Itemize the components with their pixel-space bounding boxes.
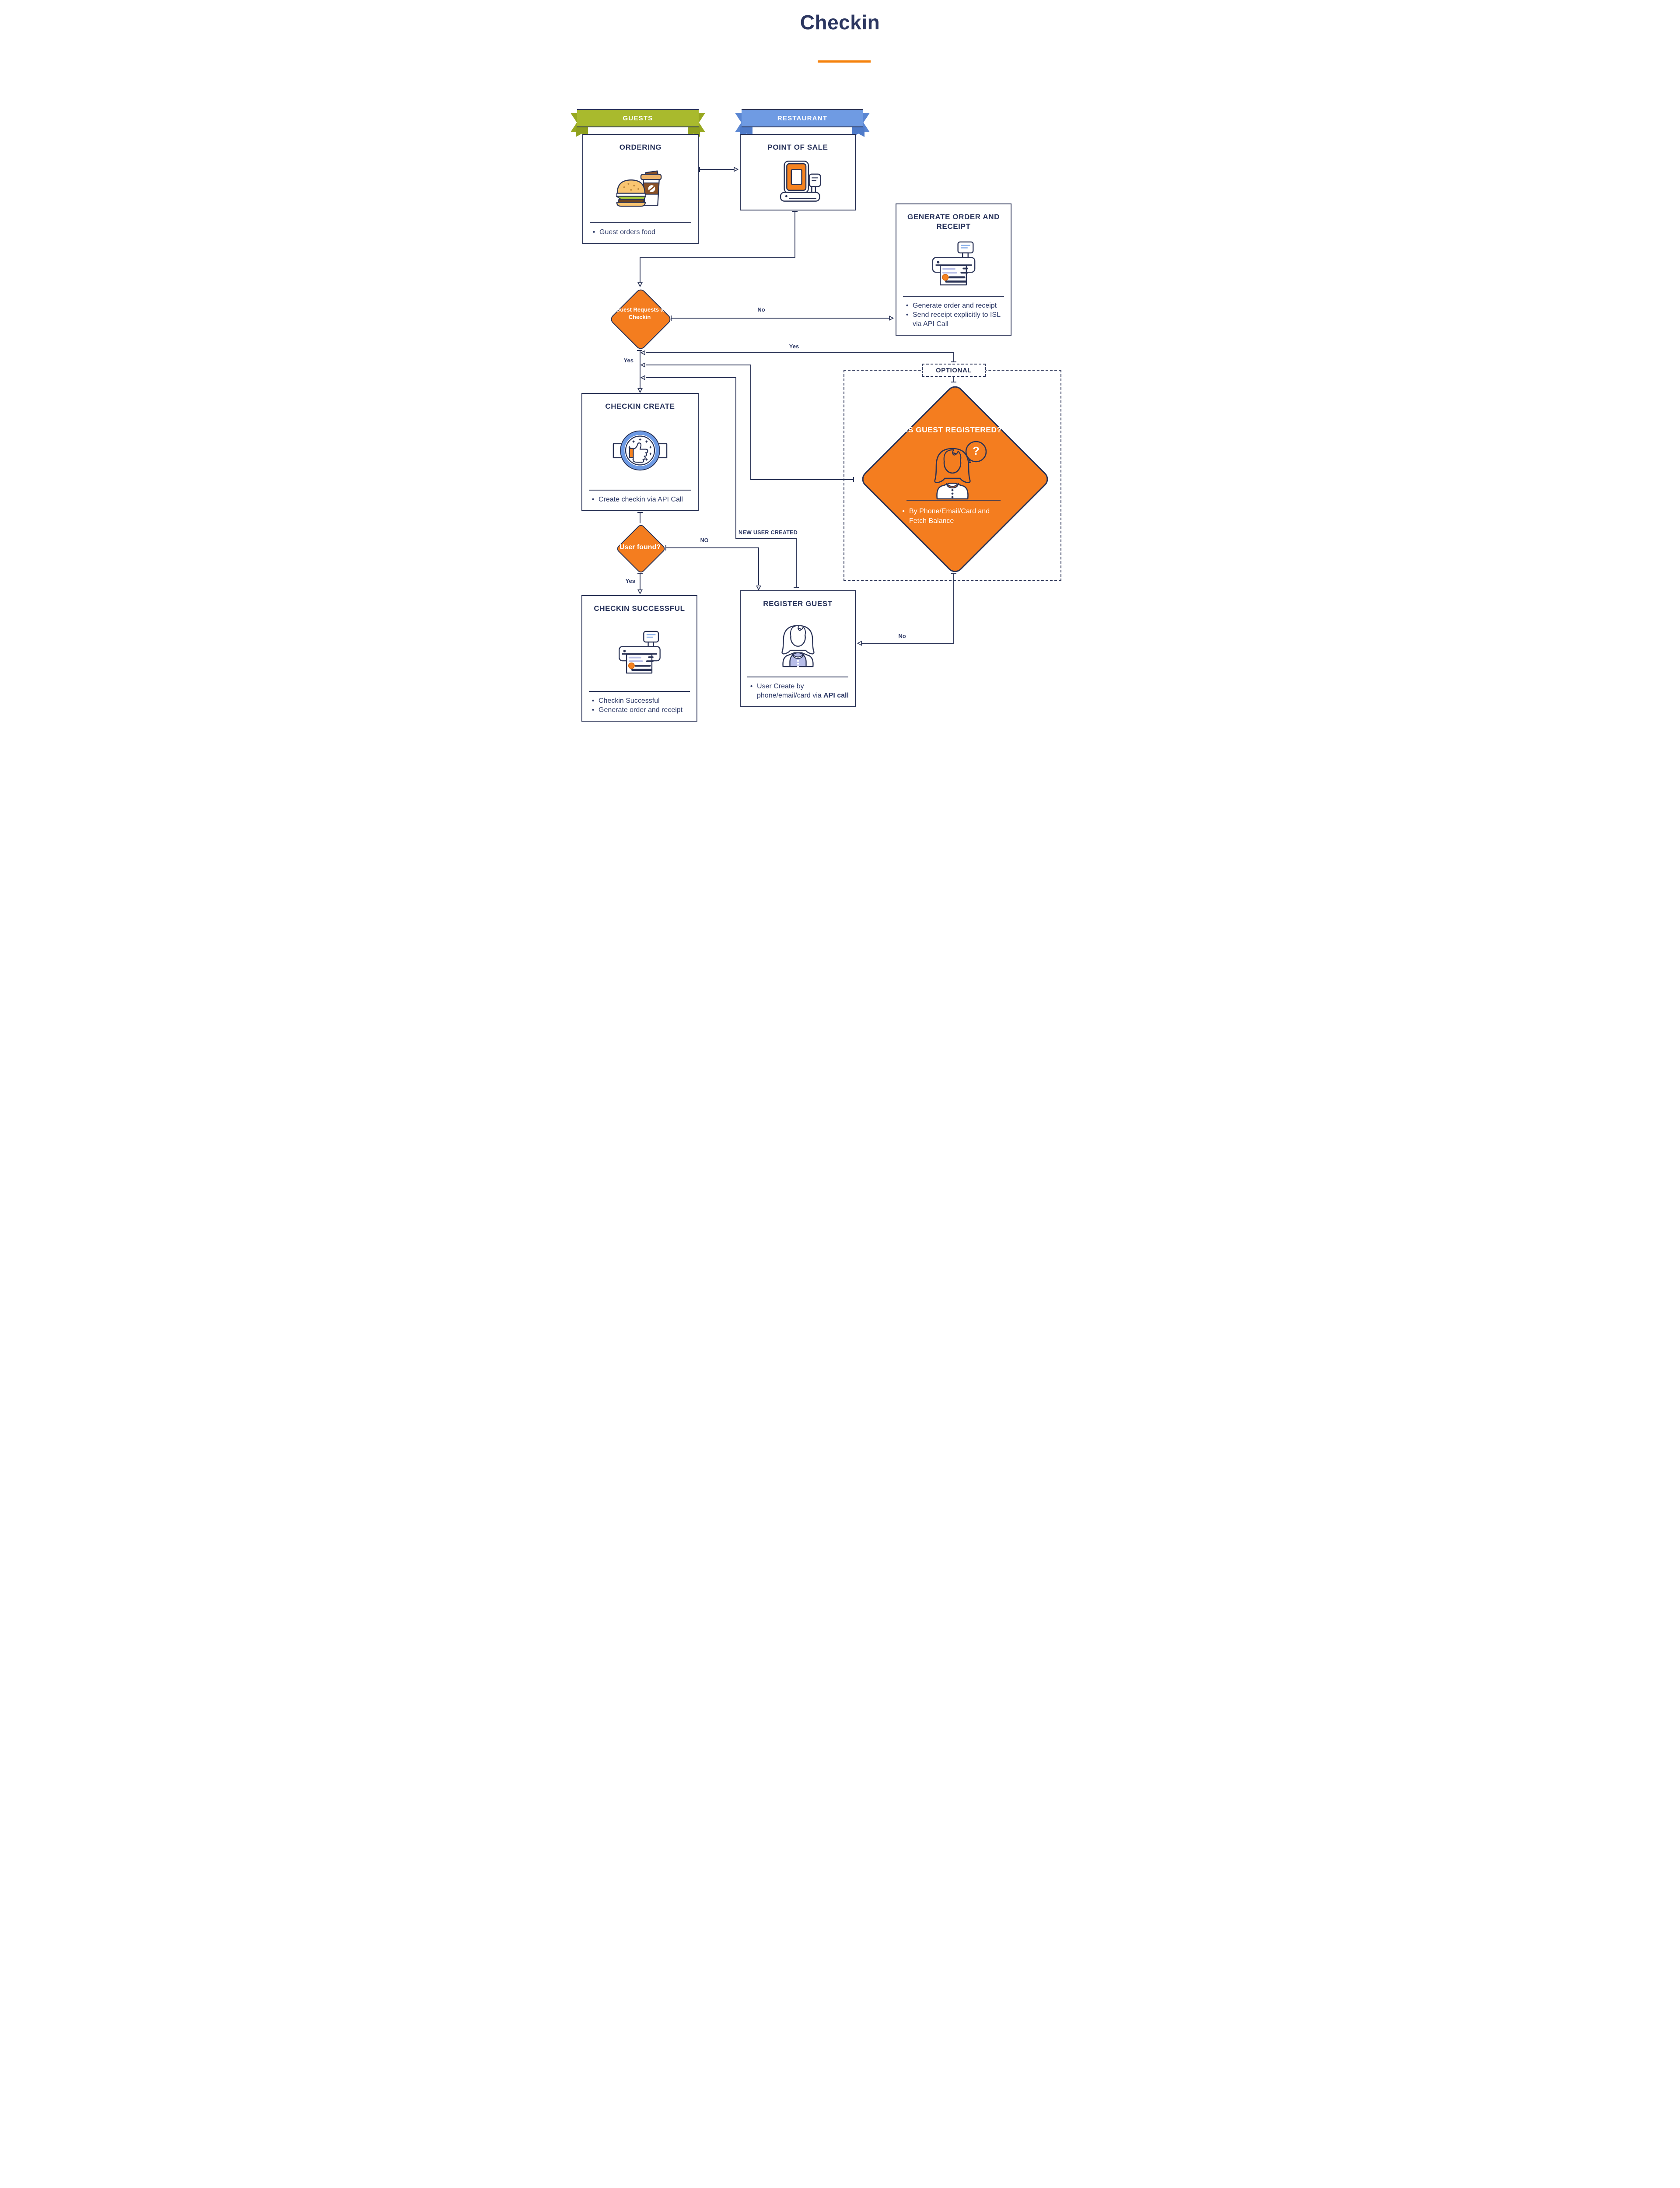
connector — [646, 352, 954, 353]
divider — [903, 295, 1004, 297]
bullet-item: Checkin Successful — [588, 696, 693, 705]
connector — [951, 361, 956, 362]
connector — [735, 538, 797, 539]
title-underline — [818, 60, 871, 63]
node-generate-order: GENERATE ORDER AND RECEIPT — [896, 203, 1012, 336]
connector — [665, 545, 666, 551]
optional-label-box: OPTIONAL — [922, 364, 986, 377]
arrowhead-down-icon — [756, 586, 761, 590]
arrowhead-left-icon — [640, 350, 645, 355]
question-mark: ? — [973, 444, 980, 457]
decision-is-guest-registered-label: IS GUEST REGISTERED? — [906, 425, 1002, 434]
pos-terminal-icon — [741, 152, 855, 210]
connector — [637, 512, 643, 513]
edge-label-yes: Yes — [625, 578, 635, 584]
bullet-item: Generate order and receipt — [902, 301, 1007, 310]
woman-guest-icon — [741, 609, 855, 677]
arrowhead-left-icon — [640, 375, 645, 380]
banner-guests-label: GUESTS — [623, 114, 653, 122]
connector — [750, 479, 854, 480]
connector — [671, 316, 672, 321]
node-checkin-create: CHECKIN CREATE — [581, 393, 699, 511]
connector — [794, 212, 795, 258]
connector — [758, 548, 759, 585]
connector — [750, 365, 751, 480]
burger-coffee-icon — [583, 152, 698, 222]
node-ordering-title: ORDERING — [619, 143, 662, 151]
connector — [953, 377, 954, 382]
connector — [953, 353, 954, 362]
edge-label-new-user-created: NEW USER CREATED — [738, 529, 798, 536]
edge-label-no: NO — [700, 537, 709, 543]
node-point-of-sale-title: POINT OF SALE — [767, 143, 828, 151]
node-ordering: ORDERING Gue — [582, 134, 699, 244]
node-register-guest: REGISTER GUEST User Create by phone/emai… — [740, 590, 856, 707]
banner-guests: GUESTS — [570, 109, 705, 137]
connector — [792, 211, 798, 212]
arrowhead-left-icon — [640, 362, 645, 368]
connector — [861, 643, 953, 644]
bullet-item: Guest orders food — [588, 228, 694, 237]
arrowhead-down-icon — [637, 388, 643, 393]
connector — [637, 350, 642, 351]
node-point-of-sale: POINT OF SALE — [740, 134, 856, 210]
banner-restaurant-label: RESTAURANT — [777, 114, 828, 122]
banner-restaurant-ribbon: RESTAURANT — [742, 109, 863, 127]
divider — [589, 489, 691, 491]
page-title: Checkin — [800, 11, 880, 34]
arrowhead-left-icon — [857, 641, 862, 646]
arrowhead-right-icon — [734, 167, 738, 172]
node-register-guest-title: REGISTER GUEST — [763, 600, 833, 608]
thumbs-up-badge-icon — [582, 411, 698, 490]
edge-label-no: No — [898, 633, 906, 639]
connector — [794, 587, 799, 588]
connector — [951, 573, 956, 574]
bullet-item: By Phone/Email/Card and Fetch Balance — [898, 507, 1003, 526]
banner-restaurant: RESTAURANT — [735, 109, 870, 137]
checkin-flowchart: Checkin GUESTS RESTAURANT ORDERING — [560, 0, 1120, 731]
printer-receipt-icon — [896, 231, 1011, 295]
bullet-item: Generate order and receipt — [588, 705, 693, 715]
divider — [590, 222, 691, 223]
edge-label-yes: Yes — [789, 343, 799, 350]
bullet-item: Create checkin via API Call — [588, 495, 694, 504]
connector — [953, 574, 954, 644]
woman-question-icon — [914, 438, 993, 502]
connector — [699, 167, 700, 172]
node-checkin-create-title: CHECKIN CREATE — [605, 402, 675, 410]
connector — [666, 547, 759, 548]
decision-is-guest-registered-content: IS GUEST REGISTERED? ? By Phone/Email/Ca… — [875, 416, 1032, 560]
optional-label: OPTIONAL — [935, 366, 972, 374]
divider — [906, 500, 1001, 501]
banner-guests-ribbon: GUESTS — [577, 109, 699, 127]
decision-user-found-label: User found? — [619, 543, 661, 551]
printer-receipt-icon — [582, 614, 696, 691]
edge-label-no: No — [757, 306, 765, 313]
bullet-item: Send receipt explicitly to ISL via API C… — [902, 310, 1007, 329]
arrowhead-down-icon — [637, 282, 643, 287]
node-generate-order-title: GENERATE ORDER AND RECEIPT — [907, 213, 1000, 231]
node-checkin-successful: CHECKIN SUCCESSFUL — [581, 595, 697, 722]
connector — [646, 377, 736, 378]
node-checkin-successful-title: CHECKIN SUCCESSFUL — [594, 604, 685, 613]
bullet-item: User Create by phone/email/card via API … — [746, 682, 851, 700]
connector — [735, 378, 736, 539]
connector — [672, 318, 889, 319]
connector — [853, 477, 854, 482]
arrowhead-right-icon — [889, 316, 894, 321]
connector — [700, 169, 734, 170]
connector — [796, 539, 797, 587]
edge-label-yes: Yes — [623, 357, 634, 364]
decision-guest-requests-checkin-label: Guest Requests a Checkin — [616, 306, 664, 320]
connector — [637, 573, 643, 574]
arrowhead-down-icon — [637, 589, 643, 594]
connector — [640, 257, 795, 258]
divider — [589, 691, 690, 692]
